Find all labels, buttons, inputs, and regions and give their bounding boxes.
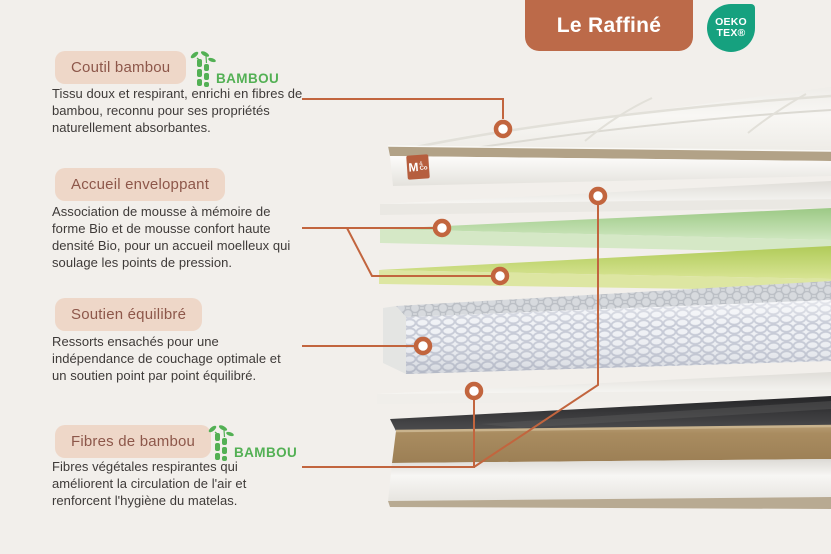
callout-line-accueil-b bbox=[346, 227, 491, 277]
callout-markers bbox=[413, 119, 608, 401]
bamboo-icon bbox=[190, 51, 216, 87]
callout-marker-memory-foam bbox=[432, 218, 452, 238]
callout-marker-fibre-top bbox=[588, 186, 608, 206]
section-label-text: Fibres de bambou bbox=[71, 433, 196, 450]
layer-memory-foam bbox=[380, 208, 831, 253]
section-description-accueil: Association de mousse à mémoire de forme… bbox=[52, 204, 291, 270]
brand-tag-co: Co bbox=[419, 165, 428, 172]
section-label-text: Coutil bambou bbox=[71, 59, 171, 76]
section-description-soutien: Ressorts ensachés pour une indépendance … bbox=[52, 334, 281, 383]
layer-pocket-springs bbox=[383, 281, 831, 374]
bamboo-band bbox=[392, 426, 831, 463]
product-title-badge: Le Raffiné bbox=[525, 0, 693, 51]
layer-quilted-cover bbox=[387, 87, 831, 186]
callout-marker-springs bbox=[413, 336, 433, 356]
section-description-fibres: Fibres végétales respirantes qui amélior… bbox=[52, 459, 247, 508]
oeko-tex-badge: OEKO TEX® bbox=[707, 4, 755, 52]
bamboo-icon bbox=[208, 425, 234, 461]
product-title: Le Raffiné bbox=[556, 13, 662, 37]
layer-comfort-foam bbox=[379, 246, 831, 291]
layer-bamboo-fibre-bottom bbox=[377, 372, 831, 404]
callout-line-fibres-b bbox=[473, 205, 599, 468]
section-description-coutil: Tissu doux et respirant, enrichi en fibr… bbox=[52, 86, 303, 135]
section-label-accueil-enveloppant: Accueil enveloppant bbox=[55, 168, 226, 201]
bambou-logo: BAMBOU bbox=[208, 424, 297, 461]
callout-lines bbox=[302, 98, 599, 468]
bambou-logo: BAMBOU bbox=[190, 50, 279, 87]
bambou-logo-text: BAMBOU bbox=[234, 445, 298, 460]
brand-tag: M & Co bbox=[406, 154, 430, 180]
oeko-line2: TEX® bbox=[716, 27, 746, 39]
callout-marker-fibre-bottom bbox=[464, 381, 484, 401]
callout-line-coutil bbox=[302, 98, 504, 119]
section-label-fibres-de-bambou: Fibres de bambou bbox=[55, 425, 212, 458]
section-label-soutien-equilibre: Soutien équilibré bbox=[55, 298, 203, 331]
callout-marker-cover bbox=[493, 119, 513, 139]
brand-tag-m: M bbox=[408, 159, 419, 175]
oeko-line1: OEKO bbox=[715, 16, 747, 28]
section-label-text: Soutien équilibré bbox=[71, 306, 187, 323]
section-label-text: Accueil enveloppant bbox=[71, 176, 210, 193]
layer-base bbox=[388, 396, 831, 509]
bambou-logo-text: BAMBOU bbox=[216, 71, 280, 86]
section-label-coutil-bambou: Coutil bambou bbox=[55, 51, 187, 84]
callout-marker-comfort-foam bbox=[490, 266, 510, 286]
